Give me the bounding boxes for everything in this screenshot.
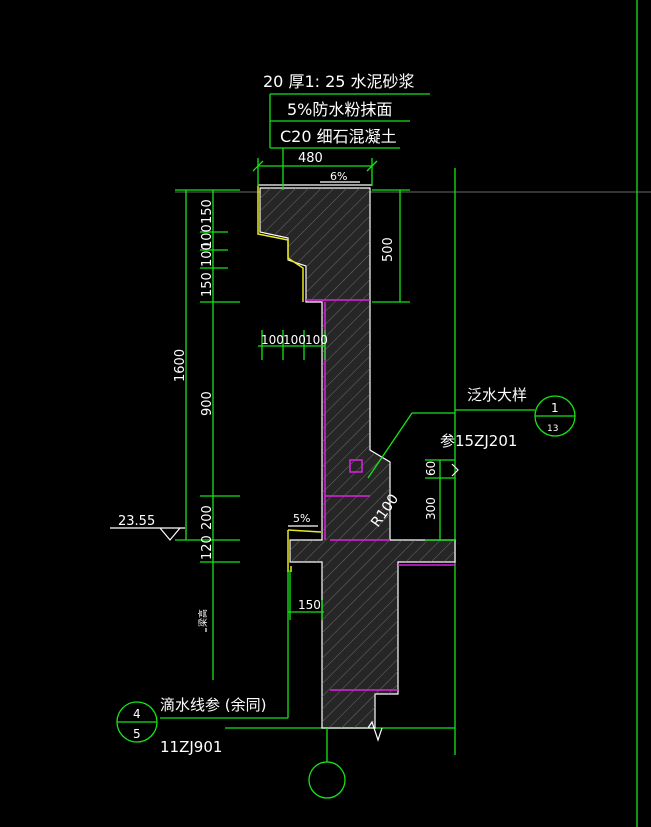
dim-200: 200 xyxy=(200,505,215,530)
dim-top-width: 480 6% xyxy=(252,151,378,186)
dim-mid-100c: 100 xyxy=(305,333,328,347)
bottom-slope-label: 5% xyxy=(293,512,310,525)
note-line-3: C20 细石混凝土 xyxy=(280,127,397,146)
drip-sheet: 5 xyxy=(133,727,141,741)
drip-ref: 11ZJ901 xyxy=(160,738,222,756)
dim-500-label: 500 xyxy=(381,237,396,262)
dim-150-bottom: 150 xyxy=(298,598,321,612)
dim-900: 900 xyxy=(200,391,215,416)
note-line-2: 5%防水粉抹面 xyxy=(287,100,392,119)
flashing-title: 泛水大样 xyxy=(467,386,527,404)
waterproof-bottom xyxy=(287,529,322,572)
elevation-value: 23.55 xyxy=(118,514,155,529)
finish-layer xyxy=(306,299,455,691)
dim-480-label: 480 xyxy=(298,151,323,166)
dim-mid-100a: 100 xyxy=(261,333,284,347)
dim-60: 60 xyxy=(424,461,438,476)
waterproof-coping xyxy=(257,186,304,302)
elevation-mark: 23.55 梁高 xyxy=(110,514,209,632)
flashing-num: 1 xyxy=(551,401,559,415)
flashing-callout: 泛水大样 1 13 参15ZJ201 xyxy=(367,386,576,479)
dim-120: 120 xyxy=(200,535,215,560)
parapet-section xyxy=(257,184,459,742)
note-line-1: 20 厚1: 25 水泥砂浆 xyxy=(263,72,415,91)
dim-150b: 150 xyxy=(200,272,215,297)
bottom-details: 5% 150 xyxy=(288,512,324,620)
dim-100a: 100 xyxy=(200,224,215,249)
top-slope-label: 6% xyxy=(330,170,347,183)
drip-num: 4 xyxy=(133,707,141,721)
flashing-ref: 参15ZJ201 xyxy=(440,432,517,450)
dim-left-chain: 150 100 100 150 900 200 120 1600 xyxy=(173,189,240,680)
concrete-hatch xyxy=(260,188,455,728)
material-notes: 20 厚1: 25 水泥砂浆 5%防水粉抹面 C20 细石混凝土 xyxy=(263,72,430,190)
drip-title: 滴水线参 (余同) xyxy=(160,696,266,714)
dim-mid-100b: 100 xyxy=(283,333,306,347)
dim-1600: 1600 xyxy=(173,349,188,382)
axis-bubble xyxy=(308,728,346,799)
flashing-sheet: 13 xyxy=(547,424,558,434)
dim-mid-chain: 100 100 100 xyxy=(258,330,328,360)
dim-150a: 150 xyxy=(200,199,215,224)
dim-300: 300 xyxy=(424,497,438,520)
dim-right-500: 500 xyxy=(372,189,410,303)
dim-100b: 100 xyxy=(200,242,215,267)
reference-lines xyxy=(175,0,651,827)
beam-height-label: 梁高 xyxy=(197,609,209,627)
drip-callout: 滴水线参 (余同) 4 5 11ZJ901 xyxy=(116,572,289,756)
